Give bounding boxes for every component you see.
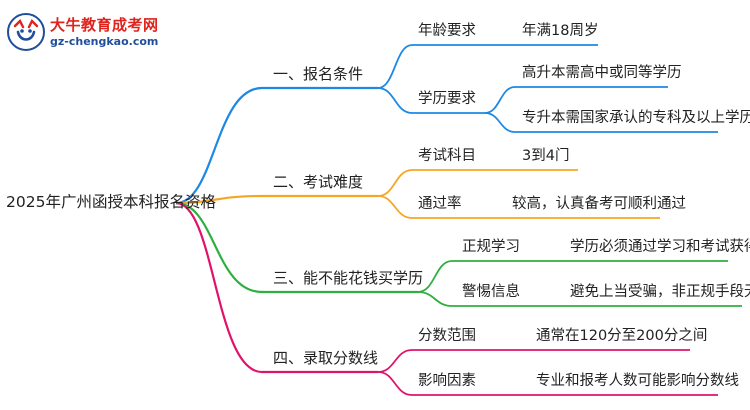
b3-child-2-label: 警惕信息 [462,284,520,300]
b2-child-1-label: 考试科目 [418,148,476,164]
b4-child-2-curve [377,371,413,396]
b3-child-2-curve [417,291,453,307]
branch-3-label: 三、能不能花钱买学历 [273,269,424,287]
b4-child-1-label: 分数范围 [418,328,476,344]
b1-detail-3: 专升本需国家承认的专科及以上学历 [522,110,750,126]
b4-child-1-curve [377,349,413,373]
b1-detail-1: 年满18周岁 [522,23,599,39]
b4-child-2-label: 影响因素 [418,373,476,389]
b2-detail-1: 3到4门 [522,148,570,164]
bull-logo-icon [7,13,45,51]
b3-child-1-label: 正规学习 [462,239,520,255]
b2-detail-2: 较高，认真备考可顺利通过 [512,196,686,212]
b1-detail-2-curve [484,86,516,114]
b1-child-2-curve [377,87,413,114]
b1-detail-2: 高升本需高中或同等学历 [522,65,682,81]
site-logo[interactable]: 大牛教育成考网 gz-chengkao.com [4,10,204,54]
b4-detail-2: 专业和报考人数可能影响分数线 [536,373,739,389]
branch-1-label: 一、报名条件 [273,65,364,83]
branch-1-curve [175,86,263,205]
b2-child-1-curve [377,169,413,197]
logo-url: gz-chengkao.com [50,35,159,48]
b1-child-1-curve [377,44,413,89]
b1-detail-3-curve [484,112,516,133]
b3-detail-2: 避免上当受骗，非正规手段无效 [570,284,750,300]
b3-detail-1: 学历必须通过学习和考试获得 [570,239,750,255]
b3-child-1-curve [417,260,453,293]
branch-3-curve [175,201,263,294]
root-node: 2025年广州函授本科报名资格 [6,193,216,211]
branch-4-label: 四、录取分数线 [273,349,379,367]
b1-child-1-label: 年龄要求 [418,23,476,39]
logo-name: 大牛教育成考网 [50,16,159,34]
b4-detail-1: 通常在120分至200分之间 [536,328,708,344]
branch-2-label: 二、考试难度 [273,173,364,191]
b1-child-2-label: 学历要求 [418,91,476,107]
b2-child-2-label: 通过率 [418,196,462,212]
branch-4-curve [175,201,263,374]
branch-2-curve [175,194,263,205]
b2-child-2-curve [377,195,413,219]
